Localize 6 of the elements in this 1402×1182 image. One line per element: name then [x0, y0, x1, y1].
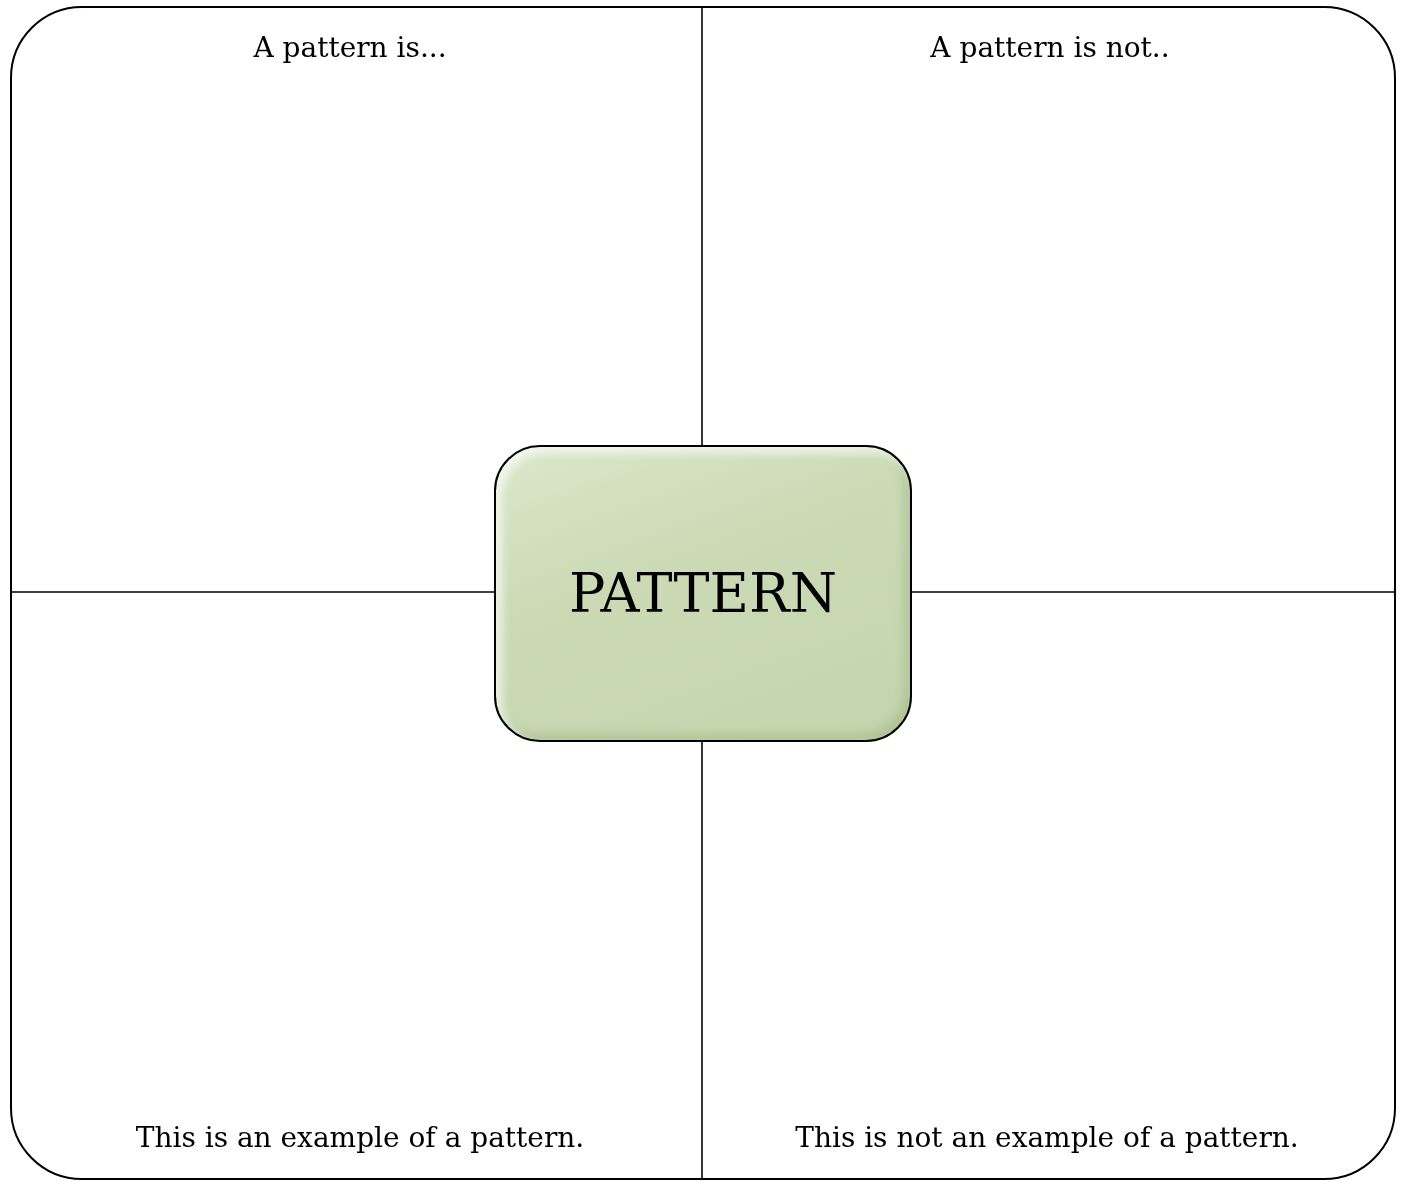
quadrant-caption: This is not an example of a pattern. — [712, 1112, 1382, 1162]
quadrant-heading: A pattern is... — [80, 22, 620, 72]
concept-box: PATTERN — [494, 445, 912, 742]
frame-background — [10, 6, 1396, 1180]
quadrant-caption: This is an example of a pattern. — [40, 1112, 680, 1162]
quadrant-heading: A pattern is not.. — [770, 22, 1330, 72]
